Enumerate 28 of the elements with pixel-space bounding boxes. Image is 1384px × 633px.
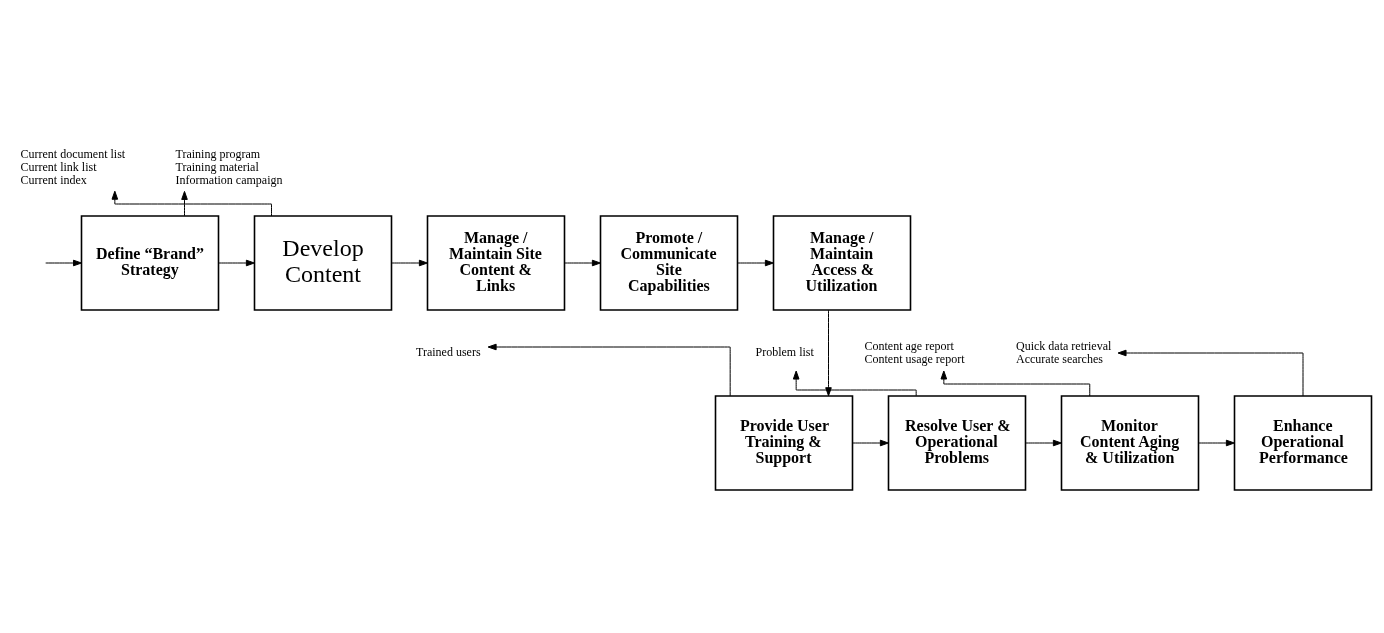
node-text: Quick data retrieval Accurate searches: [1016, 338, 1112, 366]
arrow: [825, 309, 832, 396]
node-box: Provide User Training & Support: [714, 394, 854, 491]
node-box: Monitor Content Aging & Utilization: [1060, 394, 1200, 491]
arrow: [391, 259, 428, 266]
node-text: Problem list: [755, 344, 814, 359]
node-box: Manage / Maintain Access & Utilization: [772, 214, 912, 311]
arrow: [737, 259, 774, 266]
node-box: Manage / Maintain Site Content & Links: [426, 214, 566, 311]
arrow: [792, 370, 917, 396]
node-box: Develop Content: [253, 214, 393, 311]
arrow: [1025, 439, 1062, 446]
arrow: [1117, 349, 1304, 396]
arrow: [487, 343, 731, 396]
node-box: Resolve User & Operational Problems: [887, 394, 1027, 491]
arrow: [940, 370, 1091, 396]
node-box: Enhance Operational Performance: [1233, 394, 1373, 491]
node-text: Training program Training material Information campaign: [175, 146, 283, 187]
arrow: [218, 259, 255, 266]
node-text: Current document list Current link list Current index: [20, 146, 126, 187]
arrow: [45, 259, 82, 266]
node-box: Promote / Communicate Site Capabilities: [599, 214, 739, 311]
arrow: [564, 259, 601, 266]
arrow: [1198, 439, 1235, 446]
node-text: Content age report Content usage report: [864, 338, 965, 366]
arrow: [852, 439, 889, 446]
node-text: Trained users: [416, 344, 481, 359]
node-box: Define “Brand” Strategy: [80, 214, 220, 311]
